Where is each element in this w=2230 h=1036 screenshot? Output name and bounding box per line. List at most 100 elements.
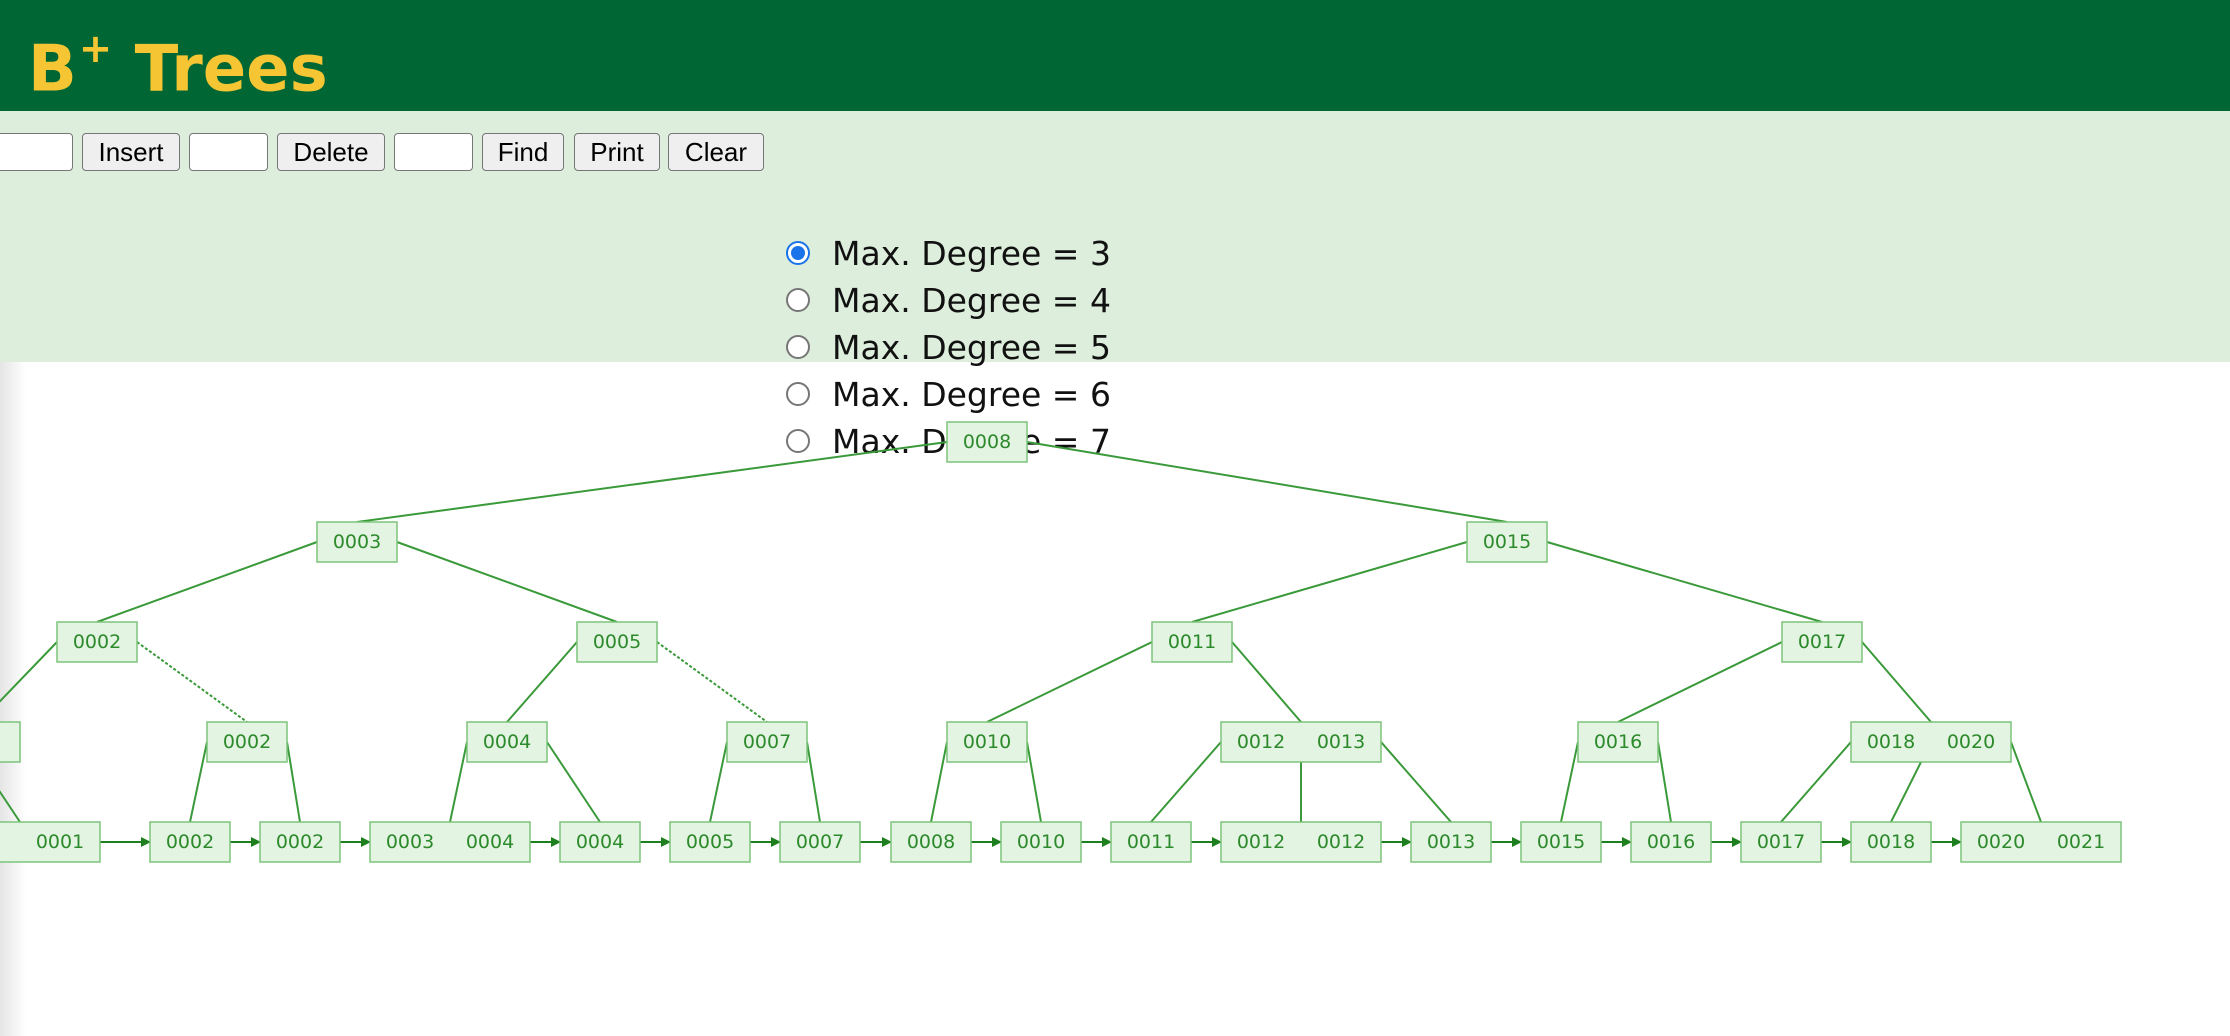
insert-button[interactable]: Insert	[82, 133, 180, 171]
node-key: 0007	[796, 831, 844, 853]
tree-edge	[930, 741, 948, 823]
node-box	[1960, 821, 2122, 863]
degree-option-3[interactable]: Max. Degree = 3	[786, 231, 1111, 275]
find-value-input[interactable]	[394, 133, 473, 171]
node-box	[559, 821, 641, 863]
page-title: B+ Trees	[28, 26, 328, 107]
node-key: 0015	[1537, 831, 1585, 853]
tree-edge	[449, 741, 468, 823]
tree-edge	[356, 441, 948, 523]
delete-value-input[interactable]	[189, 133, 268, 171]
delete-button[interactable]: Delete	[277, 133, 385, 171]
node-box	[466, 721, 548, 763]
node-box	[1466, 521, 1548, 563]
degree-6-radio[interactable]	[786, 382, 810, 406]
degree-4-radio[interactable]	[786, 288, 810, 312]
degree-option-6[interactable]: Max. Degree = 6	[786, 372, 1111, 416]
degree-3-radio[interactable]	[786, 241, 810, 265]
tree-node: 0	[0, 721, 21, 763]
node-box	[1000, 821, 1082, 863]
node-key: 0002	[276, 831, 324, 853]
tree-node: 0002	[206, 721, 288, 763]
node-box	[316, 521, 398, 563]
tree-edge	[2010, 741, 2042, 823]
degree-option-label: Max. Degree = 5	[832, 327, 1111, 367]
node-box	[1577, 721, 1659, 763]
tree-edge	[0, 790, 21, 823]
degree-option-5[interactable]: Max. Degree = 5	[786, 325, 1111, 369]
insert-value-input[interactable]	[0, 133, 73, 171]
node-key: 0008	[963, 431, 1011, 453]
node-key: 0005	[686, 831, 734, 853]
tree-edge	[1026, 441, 1508, 523]
tree-edge	[0, 641, 58, 703]
leaf-node: 0004	[559, 821, 641, 863]
tree-edge	[986, 641, 1153, 723]
node-key: 0017	[1798, 631, 1846, 653]
print-button[interactable]: Print	[574, 133, 660, 171]
leaf-node: 0017	[1740, 821, 1822, 863]
node-key: 0001	[36, 831, 84, 853]
leaf-node: 0016	[1630, 821, 1712, 863]
node-box	[1520, 821, 1602, 863]
node-key: 0013	[1317, 731, 1365, 753]
leaf-node: 0007	[779, 821, 861, 863]
node-key: 0017	[1757, 831, 1805, 853]
node-key: 0002	[73, 631, 121, 653]
node-key: 0018	[1867, 731, 1915, 753]
tree-edge	[656, 641, 768, 723]
leaf-node: 0013	[1410, 821, 1492, 863]
left-edge-shadow	[0, 362, 26, 1036]
node-key: 0002	[166, 831, 214, 853]
tree-node: 0017	[1781, 621, 1863, 663]
node-key: 0018	[1867, 831, 1915, 853]
node-key: 0003	[333, 531, 381, 553]
tree-node: 0010	[946, 721, 1028, 763]
tree-edge	[1150, 741, 1222, 823]
tree-edge	[286, 741, 301, 823]
node-key: 0002	[223, 731, 271, 753]
node-box	[1850, 721, 2012, 763]
leaf-node: 000001	[0, 821, 101, 863]
node-box	[1781, 621, 1863, 663]
node-key: 0020	[1947, 731, 1995, 753]
node-key: 0010	[963, 731, 1011, 753]
clear-button[interactable]: Clear	[668, 133, 764, 171]
tree-edge	[506, 641, 578, 723]
tree-edge	[1191, 541, 1468, 623]
node-box	[369, 821, 531, 863]
node-key: 0004	[576, 831, 624, 853]
leaf-node: 0002	[259, 821, 341, 863]
tree-edge	[1617, 641, 1783, 723]
leaf-node: 0011	[1110, 821, 1192, 863]
node-key: 0021	[2057, 831, 2105, 853]
tree-edge	[1560, 741, 1579, 823]
tree-edge	[1780, 741, 1852, 823]
node-key: 0004	[483, 731, 531, 753]
degree-option-4[interactable]: Max. Degree = 4	[786, 278, 1111, 322]
tree-edge	[546, 741, 601, 823]
node-key: 0012	[1237, 831, 1285, 853]
tree-edge	[396, 541, 618, 623]
node-box	[1630, 821, 1712, 863]
node-key: 0013	[1427, 831, 1475, 853]
tree-edge	[96, 541, 318, 623]
tree-node: 0011	[1151, 621, 1233, 663]
tree-edge	[1026, 741, 1042, 823]
tree-edge	[136, 641, 248, 723]
node-box	[1220, 721, 1382, 763]
tree-edge	[1380, 741, 1452, 823]
node-key: 0007	[743, 731, 791, 753]
degree-5-radio[interactable]	[786, 335, 810, 359]
node-box	[56, 621, 138, 663]
find-button[interactable]: Find	[482, 133, 564, 171]
tree-edge	[1861, 641, 1932, 723]
degree-option-label: Max. Degree = 6	[832, 374, 1111, 414]
node-box	[1850, 821, 1932, 863]
leaf-node: 0010	[1000, 821, 1082, 863]
leaf-node: 0015	[1520, 821, 1602, 863]
degree-7-radio[interactable]	[786, 429, 810, 453]
node-key: 0004	[466, 831, 514, 853]
